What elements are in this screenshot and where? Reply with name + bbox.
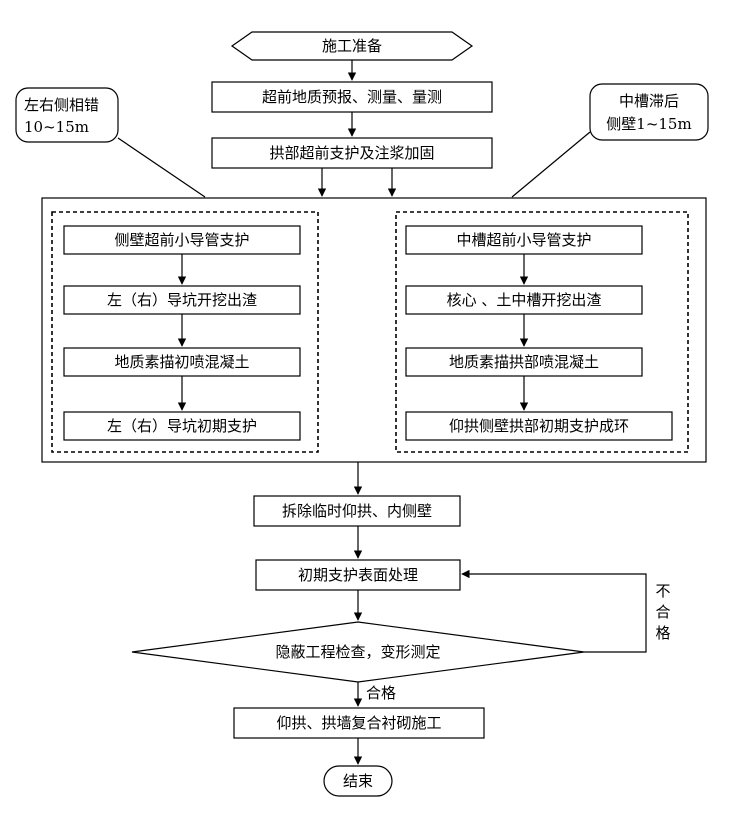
- end-label: 结束: [343, 772, 373, 790]
- left-step-3-label: 地质素描初喷混凝土: [114, 353, 249, 371]
- step-arch-support-label: 拱部超前支护及注浆加固: [269, 144, 434, 162]
- step-lining: 仰拱、拱墙复合衬砌施工: [233, 707, 485, 739]
- right-step-2: 核心 、土中槽开挖出渣: [405, 285, 643, 315]
- callout-right-line1: 中槽滞后: [619, 92, 679, 110]
- right-step-3: 地质素描拱部喷混凝土: [405, 347, 643, 377]
- step-arch-support: 拱部超前支护及注浆加固: [211, 137, 493, 169]
- fail-loop-arrow: [461, 569, 647, 653]
- left-step-3: 地质素描初喷混凝土: [63, 347, 301, 377]
- start-node: 施工准备: [230, 31, 474, 61]
- step-forecast: 超前地质预报、测量、量测: [211, 81, 493, 113]
- left-step-2-label: 左（右）导坑开挖出渣: [107, 291, 257, 309]
- fail-label-2: 合: [655, 603, 670, 621]
- right-step-2-label: 核心 、土中槽开挖出渣: [447, 291, 602, 309]
- pass-label: 合格: [366, 684, 396, 702]
- callout-left-pointer: [117, 137, 206, 198]
- end-node: 结束: [323, 765, 393, 797]
- callout-left-line2: 10~15m: [24, 118, 89, 136]
- right-step-4: 仰拱侧壁拱部初期支护成环: [405, 411, 673, 441]
- callout-left: 左右侧相错 10~15m: [15, 87, 206, 198]
- step-surface: 初期支护表面处理: [255, 559, 461, 591]
- left-step-4: 左（右）导坑初期支护: [63, 411, 301, 441]
- step-remove-label: 拆除临时仰拱、内侧壁: [282, 502, 432, 520]
- fail-label-1: 不: [655, 582, 670, 600]
- callout-right: 中槽滞后 侧壁1~15m: [511, 83, 709, 198]
- left-step-2: 左（右）导坑开挖出渣: [63, 285, 301, 315]
- right-step-3-label: 地质素描拱部喷混凝土: [449, 353, 599, 371]
- left-step-1-label: 侧壁超前小导管支护: [114, 231, 249, 249]
- step-remove: 拆除临时仰拱、内侧壁: [253, 495, 461, 527]
- step-lining-label: 仰拱、拱墙复合衬砌施工: [276, 714, 441, 732]
- decision-inspection: 隐蔽工程检查，变形测定: [131, 621, 585, 683]
- step-surface-label: 初期支护表面处理: [298, 566, 418, 584]
- step-forecast-label: 超前地质预报、测量、量测: [262, 88, 442, 106]
- callout-right-pointer: [511, 131, 591, 198]
- right-step-1: 中槽超前小导管支护: [405, 225, 643, 255]
- left-step-4-label: 左（右）导坑初期支护: [107, 417, 257, 435]
- fail-label-3: 格: [655, 624, 670, 642]
- right-step-1-label: 中槽超前小导管支护: [456, 231, 591, 249]
- left-step-1: 侧壁超前小导管支护: [63, 225, 301, 255]
- left-group-frame: [51, 211, 319, 453]
- decision-label: 隐蔽工程检查，变形测定: [275, 643, 440, 661]
- callout-left-line1: 左右侧相错: [24, 96, 99, 114]
- start-label: 施工准备: [322, 37, 382, 55]
- callout-right-line2: 侧壁1~15m: [606, 115, 691, 133]
- parallel-steps-frame: [41, 197, 707, 463]
- right-step-4-label: 仰拱侧壁拱部初期支护成环: [449, 417, 629, 435]
